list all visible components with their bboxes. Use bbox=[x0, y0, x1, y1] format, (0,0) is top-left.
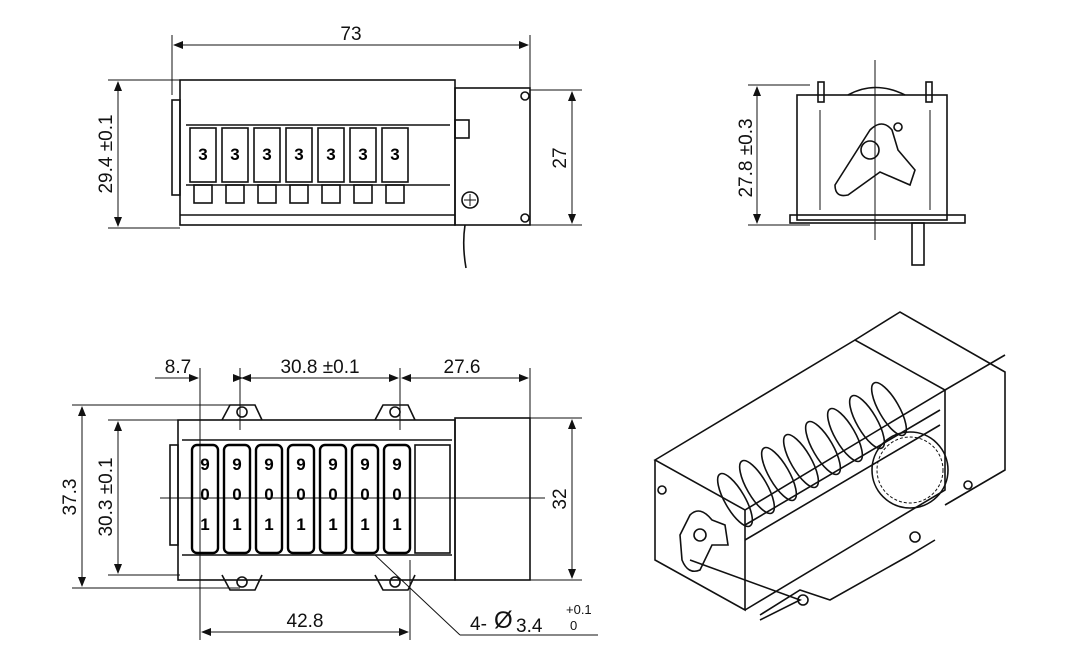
wheel-digit: 3 bbox=[294, 145, 303, 164]
side-view: 27.8 ±0.3 bbox=[736, 60, 966, 266]
svg-text:+0.1: +0.1 bbox=[566, 602, 592, 617]
wheel-digit: 1 bbox=[328, 515, 337, 534]
svg-text:4-: 4- bbox=[470, 614, 487, 635]
wheel-digit: 3 bbox=[358, 145, 367, 164]
wheel-digit: 0 bbox=[232, 485, 241, 504]
top-view: 73 29.4 ±0.1 27 3 3 3 3 3 3 3 bbox=[96, 24, 582, 269]
counter-wheel bbox=[285, 127, 313, 183]
wheel-digit: 9 bbox=[200, 455, 209, 474]
counter-wheel bbox=[381, 127, 409, 183]
counter-wheel bbox=[189, 127, 217, 183]
counter-wheel bbox=[318, 443, 348, 555]
isometric-view bbox=[653, 311, 1006, 621]
wheel-digit: 3 bbox=[390, 145, 399, 164]
dim-37-3: 37.3 bbox=[60, 479, 81, 516]
wheel-digit: 9 bbox=[360, 455, 369, 474]
wheel-tab bbox=[321, 184, 341, 204]
dim-27-6: 27.6 bbox=[444, 357, 481, 378]
dim-32: 32 bbox=[550, 488, 571, 509]
iso-wheel bbox=[760, 446, 798, 502]
wheel-tab bbox=[193, 184, 213, 204]
wheel-digit: 9 bbox=[392, 455, 401, 474]
dim-42-8: 42.8 bbox=[287, 611, 324, 632]
counter-wheel bbox=[286, 443, 316, 555]
bottom-counter-wheels: 9 0 1 9 0 1 9 0 1 9 0 1 9 0 1 9 0 1 9 0 1 bbox=[190, 443, 412, 555]
dim-27-8: 27.8 ±0.3 bbox=[736, 118, 757, 197]
iso-wheel bbox=[738, 459, 776, 515]
wheel-tab bbox=[289, 184, 309, 204]
iso-wheel bbox=[804, 420, 842, 476]
wheel-tab bbox=[385, 184, 405, 204]
wheel-digit: 0 bbox=[296, 485, 305, 504]
iso-wheel bbox=[826, 407, 864, 463]
wheel-digit: 0 bbox=[360, 485, 369, 504]
hole-callout: 4- Ø 3.4 +0.1 0 bbox=[470, 602, 592, 637]
wheel-tab bbox=[225, 184, 245, 204]
wheel-digit: 1 bbox=[264, 515, 273, 534]
counter-wheel bbox=[317, 127, 345, 183]
iso-wheel bbox=[848, 394, 886, 450]
isometric-wheels bbox=[716, 381, 908, 528]
dim-30-3: 30.3 ±0.1 bbox=[96, 457, 117, 536]
svg-text:3.4: 3.4 bbox=[516, 616, 543, 637]
svg-text:0: 0 bbox=[570, 618, 577, 633]
counter-wheel bbox=[190, 443, 220, 555]
counter-wheel bbox=[253, 127, 281, 183]
wheel-digit: 3 bbox=[326, 145, 335, 164]
wheel-digit: 1 bbox=[232, 515, 241, 534]
counter-wheel bbox=[382, 443, 412, 555]
wheel-tab bbox=[257, 184, 277, 204]
wheel-digit: 0 bbox=[200, 485, 209, 504]
dim-8-7: 8.7 bbox=[165, 357, 191, 378]
wheel-digit: 3 bbox=[230, 145, 239, 164]
wheel-digit: 9 bbox=[264, 455, 273, 474]
wheel-digit: 9 bbox=[296, 455, 305, 474]
dim-73: 73 bbox=[340, 24, 361, 45]
counter-wheel bbox=[221, 127, 249, 183]
counter-wheel bbox=[222, 443, 252, 555]
wheel-digit: 0 bbox=[392, 485, 401, 504]
counter-wheel bbox=[349, 127, 377, 183]
counter-wheel bbox=[254, 443, 284, 555]
dim-29-4: 29.4 ±0.1 bbox=[96, 114, 117, 193]
wheel-tab bbox=[353, 184, 373, 204]
wheel-digit: 1 bbox=[392, 515, 401, 534]
bottom-view: 8.7 30.8 ±0.1 27.6 37.3 30.3 ±0.1 32 42.… bbox=[60, 357, 598, 640]
iso-wheel bbox=[782, 433, 820, 489]
top-counter-wheels: 3 3 3 3 3 3 3 bbox=[189, 127, 409, 204]
wheel-digit: 9 bbox=[328, 455, 337, 474]
wheel-digit: 1 bbox=[360, 515, 369, 534]
svg-text:Ø: Ø bbox=[494, 607, 513, 634]
dim-30-8: 30.8 ±0.1 bbox=[280, 357, 359, 378]
wheel-digit: 1 bbox=[200, 515, 209, 534]
dim-27: 27 bbox=[550, 147, 571, 168]
iso-wheel bbox=[870, 381, 908, 437]
counter-wheel bbox=[350, 443, 380, 555]
wheel-digit: 1 bbox=[296, 515, 305, 534]
wheel-digit: 0 bbox=[328, 485, 337, 504]
wheel-digit: 0 bbox=[264, 485, 273, 504]
wheel-digit: 9 bbox=[232, 455, 241, 474]
wheel-digit: 3 bbox=[262, 145, 271, 164]
iso-wheel bbox=[716, 472, 754, 528]
wheel-digit: 3 bbox=[198, 145, 207, 164]
